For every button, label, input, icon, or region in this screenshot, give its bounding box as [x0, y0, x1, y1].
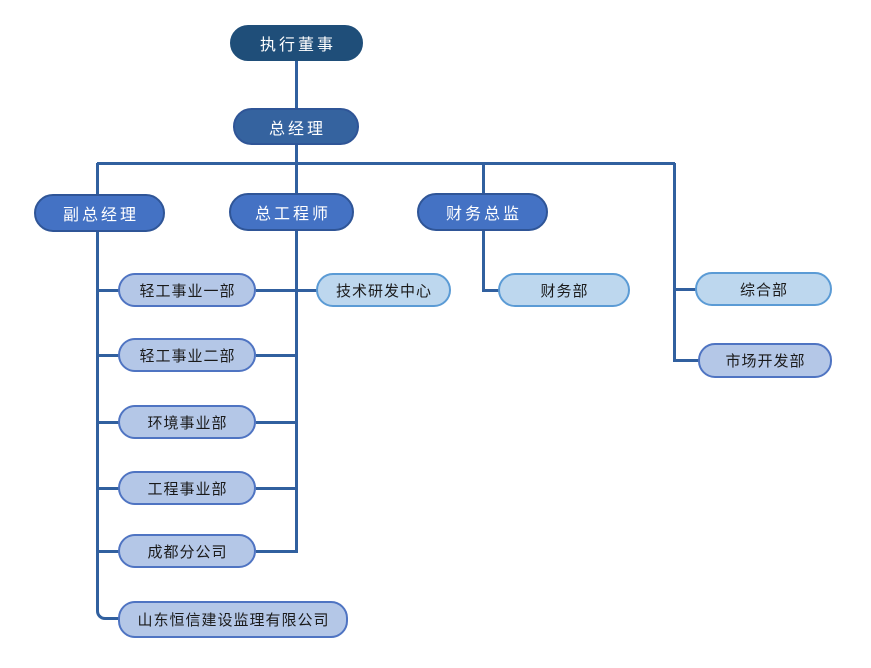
org-node-environment-div: 环境事业部 [118, 405, 256, 439]
connector-line [97, 549, 119, 553]
org-node-deputy-general-manager: 副总经理 [34, 194, 165, 232]
connector-line [256, 420, 297, 424]
connector-line [95, 231, 99, 606]
org-node-shandong-hengxin: 山东恒信建设监理有限公司 [118, 601, 348, 638]
org-node-finance-director: 财务总监 [417, 193, 548, 231]
connector-line [481, 231, 485, 292]
org-node-chief-engineer: 总工程师 [229, 193, 354, 231]
org-node-chengdu-branch: 成都分公司 [118, 534, 256, 568]
connector-line [256, 549, 297, 553]
connector-line [256, 486, 297, 490]
connector-line [256, 353, 297, 357]
org-node-general-affairs-dept: 综合部 [695, 272, 832, 306]
connector-line [674, 287, 696, 291]
org-node-general-manager: 总经理 [233, 108, 359, 145]
connector-line [482, 288, 499, 292]
connector-line [481, 163, 485, 194]
connector-line [97, 486, 119, 490]
connector-line [95, 163, 99, 195]
connector-line [294, 61, 298, 108]
org-node-tech-rd-center: 技术研发中心 [316, 273, 451, 307]
org-node-market-dev-dept: 市场开发部 [698, 343, 832, 378]
connector-line [672, 163, 676, 361]
org-node-light-industry-div-1: 轻工事业一部 [118, 273, 256, 307]
org-node-finance-dept: 财务部 [498, 273, 630, 307]
connector-line [97, 420, 119, 424]
connector-line [294, 230, 298, 553]
connector-elbow [95, 604, 120, 620]
connector-line [97, 161, 675, 165]
org-node-light-industry-div-2: 轻工事业二部 [118, 338, 256, 372]
connector-line [256, 288, 317, 292]
org-node-engineering-div: 工程事业部 [118, 471, 256, 505]
org-node-executive-director: 执行董事 [230, 25, 363, 61]
connector-line [673, 358, 699, 362]
connector-line [294, 145, 298, 194]
connector-line [97, 288, 119, 292]
connector-line [97, 353, 119, 357]
